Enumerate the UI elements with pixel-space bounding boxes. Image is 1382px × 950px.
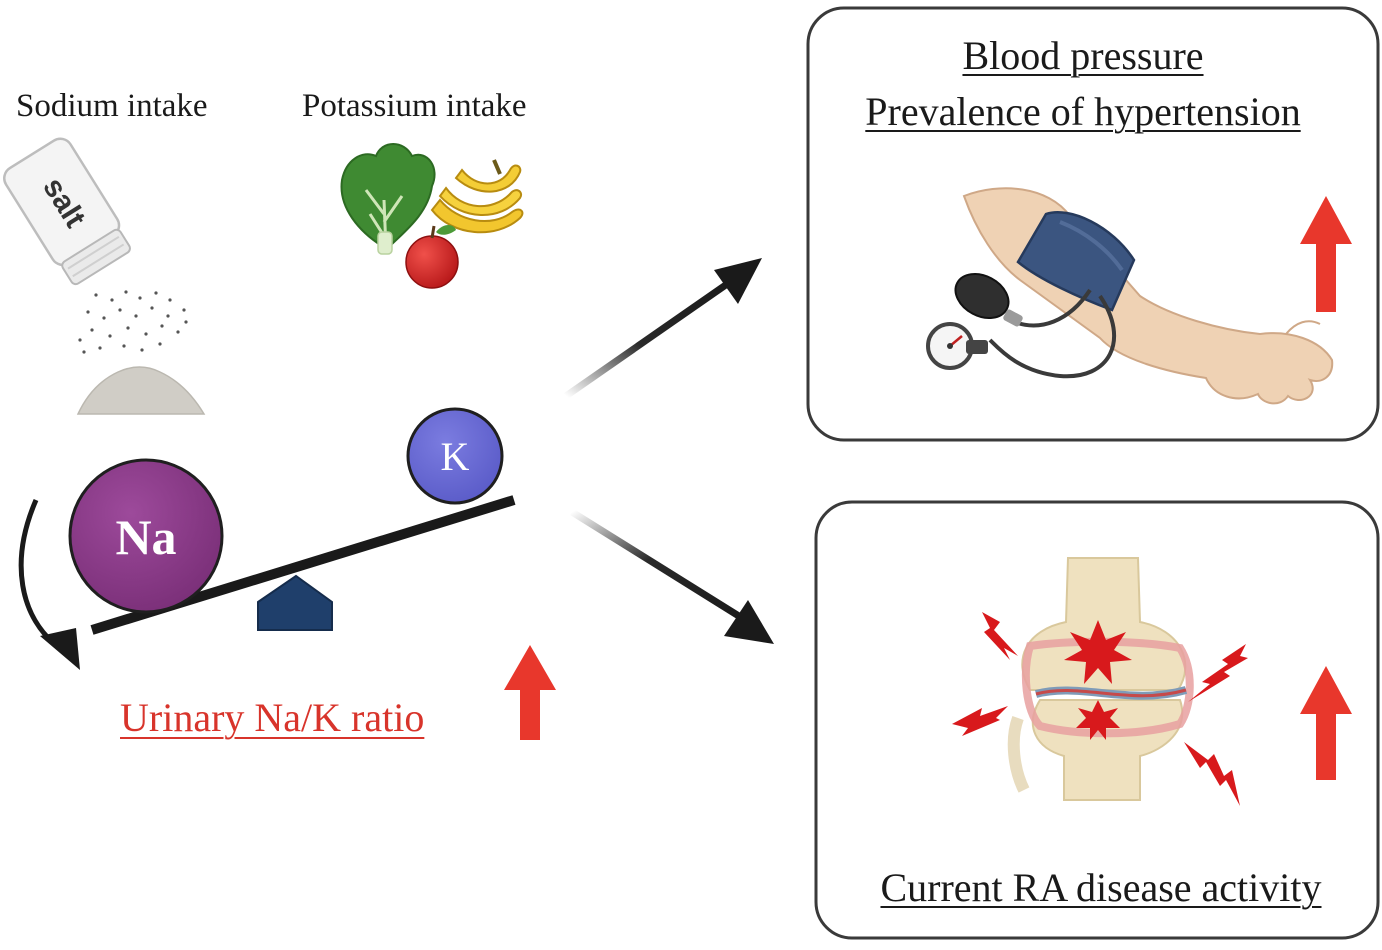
arrow-to-bp-head bbox=[714, 258, 762, 304]
curved-arrow bbox=[18, 499, 64, 653]
arrow-to-ra-head bbox=[724, 600, 774, 644]
salt-shaker-icon: salt bbox=[3, 137, 131, 286]
vegetables-fruit-icon bbox=[340, 143, 524, 289]
bp-title: Blood pressure bbox=[962, 33, 1204, 78]
arrow-to-ra bbox=[570, 509, 744, 621]
ra-activity-title: Current RA disease activity bbox=[880, 865, 1322, 910]
curved-arrow-head bbox=[40, 628, 80, 670]
inflamed-joint-icon bbox=[952, 557, 1248, 806]
ra-up-arrow bbox=[1300, 666, 1352, 780]
salt-grains bbox=[78, 290, 188, 354]
urinary-ratio-label: Urinary Na/K ratio bbox=[120, 695, 425, 740]
sodium-intake-label: Sodium intake bbox=[16, 88, 208, 124]
bp-up-arrow bbox=[1300, 196, 1352, 312]
fulcrum bbox=[257, 574, 333, 631]
na-ball: Na bbox=[68, 458, 224, 614]
ratio-up-arrow bbox=[504, 645, 556, 740]
k-ball: K bbox=[406, 407, 504, 505]
hypertension-title: Prevalence of hypertension bbox=[865, 89, 1301, 134]
blood-pressure-cuff-icon bbox=[926, 187, 1334, 405]
arrow-to-bp bbox=[564, 279, 732, 399]
na-symbol: Na bbox=[115, 509, 176, 565]
k-symbol: K bbox=[441, 434, 470, 479]
potassium-intake-label: Potassium intake bbox=[302, 88, 527, 124]
salt-pile-icon bbox=[76, 366, 206, 415]
